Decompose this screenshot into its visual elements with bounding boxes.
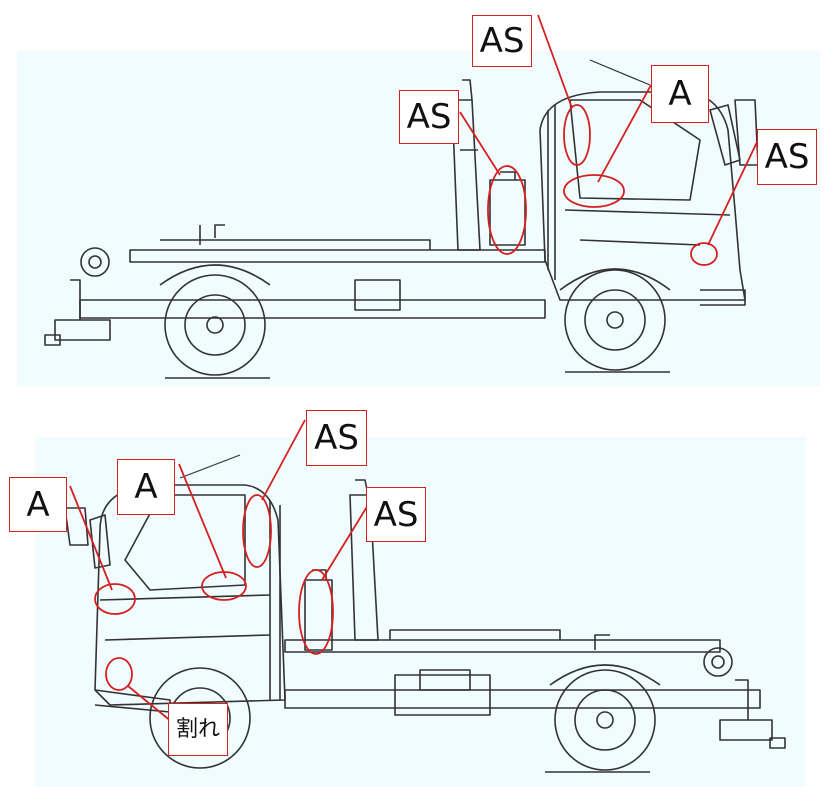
callout-label-top-a-door: A [651,65,709,123]
bottom-truck-drawing [64,454,786,773]
top-door-ellipse [563,174,625,208]
callout-label-bottom-as-tank: AS [366,487,426,542]
callout-label-bottom-a-front: A [9,477,67,532]
top-front-ellipse [690,242,718,266]
bottom-crack-ellipse [105,657,133,691]
bottom-crack-leader [127,685,173,723]
callout-label-bottom-a-door: A [117,459,175,515]
bottom-front-ellipse [94,583,136,615]
top-front-leader [707,141,758,246]
top-tank-ellipse [487,165,527,255]
bottom-cab-rear-leader [261,419,306,501]
bottom-door-leader [178,463,227,579]
top-cab-rear-ellipse [563,104,591,166]
bottom-tank-ellipse [298,569,334,655]
callout-label-top-as-front: AS [757,129,817,185]
bottom-cab-rear-ellipse [242,494,272,568]
bottom-tank-leader [321,504,369,581]
bottom-front-leader [69,485,113,591]
callout-label-bottom-crack: 割れ [168,703,228,756]
top-truck-drawing [44,59,759,379]
bottom-door-ellipse [201,571,247,601]
top-tank-leader [459,111,501,176]
top-cab-rear-leader [537,14,573,109]
callout-label-top-as-tank: AS [399,90,459,144]
callout-label-top-as-cab-rear: AS [472,15,532,67]
callout-label-bottom-as-cab-rear: AS [306,410,367,466]
top-door-leader [597,84,652,183]
